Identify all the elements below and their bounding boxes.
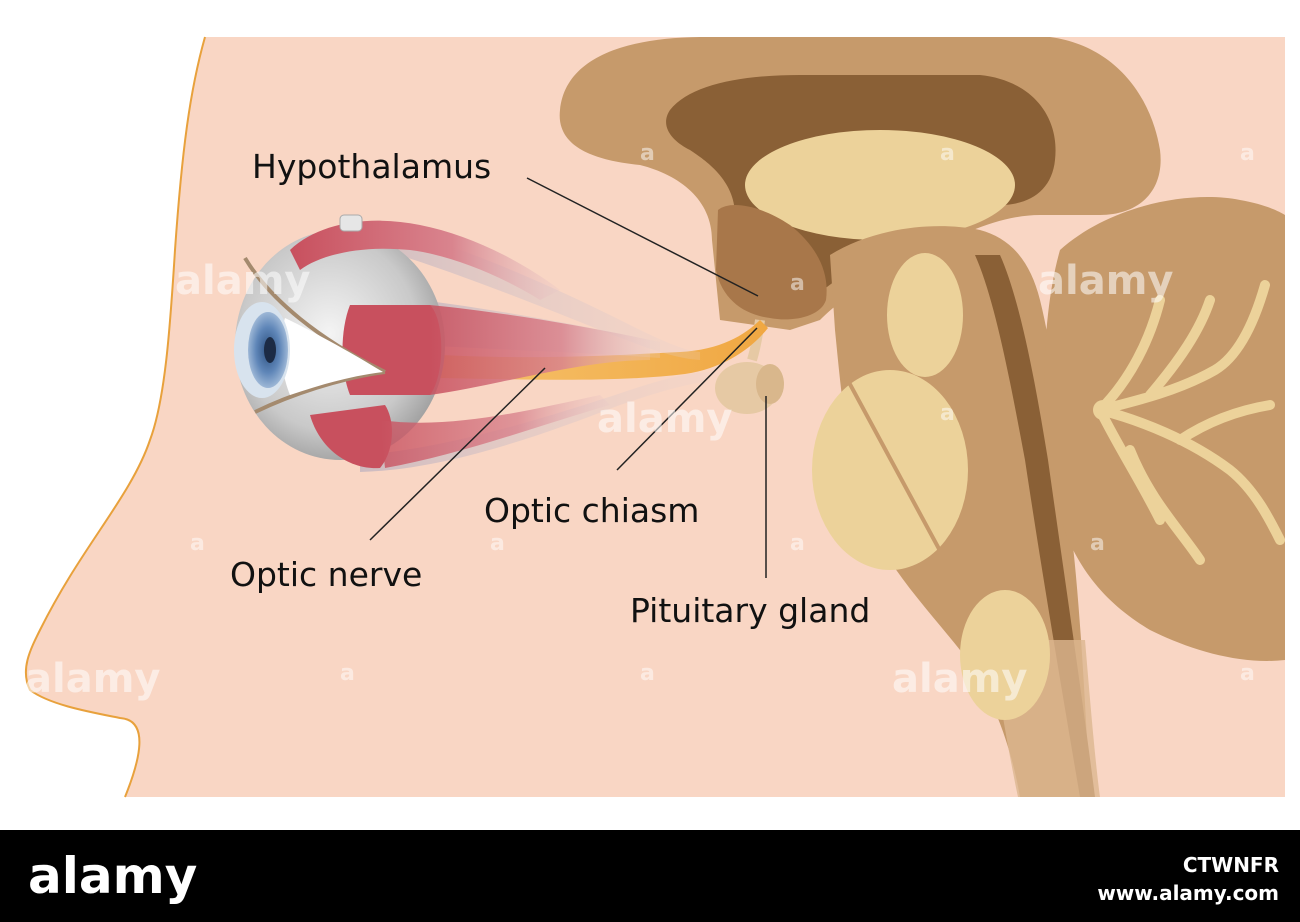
watermark-small: a: [790, 271, 805, 296]
superior-rectus: [290, 220, 560, 300]
leader-optic-nerve: [369, 367, 546, 541]
footer-bar: [0, 830, 1300, 922]
watermark: alamy: [892, 656, 1027, 702]
watermark-small: a: [340, 661, 355, 686]
cerebellum-node: [1093, 400, 1113, 420]
thalamus: [745, 130, 1015, 240]
watermark-small: a: [190, 531, 205, 556]
label-hypothalamus: Hypothalamus: [252, 147, 491, 186]
upper-tendon: [345, 220, 700, 360]
watermark: alamy: [597, 396, 732, 442]
watermark-small: a: [940, 401, 955, 426]
cerebellum-arbor: [1095, 280, 1285, 565]
footer-image-id: CTWNFR: [1183, 853, 1279, 877]
label-optic-nerve: Optic nerve: [230, 555, 422, 594]
medulla: [960, 590, 1050, 720]
lateral-rectus: [342, 305, 442, 395]
label-optic-chiasm: Optic chiasm: [484, 491, 699, 530]
watermark-small: a: [1090, 531, 1105, 556]
pupil: [264, 337, 276, 363]
watermark-small: a: [790, 531, 805, 556]
midbrain: [887, 253, 963, 377]
lateral-rectus-tail: [430, 305, 650, 395]
leader-optic-chiasm: [616, 327, 758, 471]
footer-url: www.alamy.com: [1097, 881, 1279, 905]
watermark-small: a: [490, 531, 505, 556]
trochlea: [339, 214, 363, 232]
watermark: alamy: [25, 656, 160, 702]
label-pituitary-gland: Pituitary gland: [630, 591, 870, 630]
hypothalamus-region: [716, 205, 827, 320]
footer-brand-logo: alamy: [28, 847, 197, 905]
watermark-small: a: [940, 141, 955, 166]
pons-divider: [843, 374, 947, 561]
sclera-white: [280, 318, 383, 395]
watermark-small: a: [640, 141, 655, 166]
lower-eyelid: [254, 370, 386, 414]
leader-hypothalamus: [526, 177, 759, 297]
watermark-layer: alamy alamy alamy alamy alamy a a a a a …: [25, 141, 1255, 702]
pons: [812, 370, 968, 570]
face-outline: [24, 36, 206, 798]
watermark: alamy: [1038, 258, 1173, 304]
inferior-rectus: [310, 405, 392, 469]
watermark-small: a: [1240, 661, 1255, 686]
watermark-small: a: [640, 661, 655, 686]
inferior-rectus-tail: [380, 395, 610, 468]
watermark: alamy: [175, 258, 310, 304]
watermark-small: a: [1240, 141, 1255, 166]
pituitary-lobe: [756, 364, 784, 404]
